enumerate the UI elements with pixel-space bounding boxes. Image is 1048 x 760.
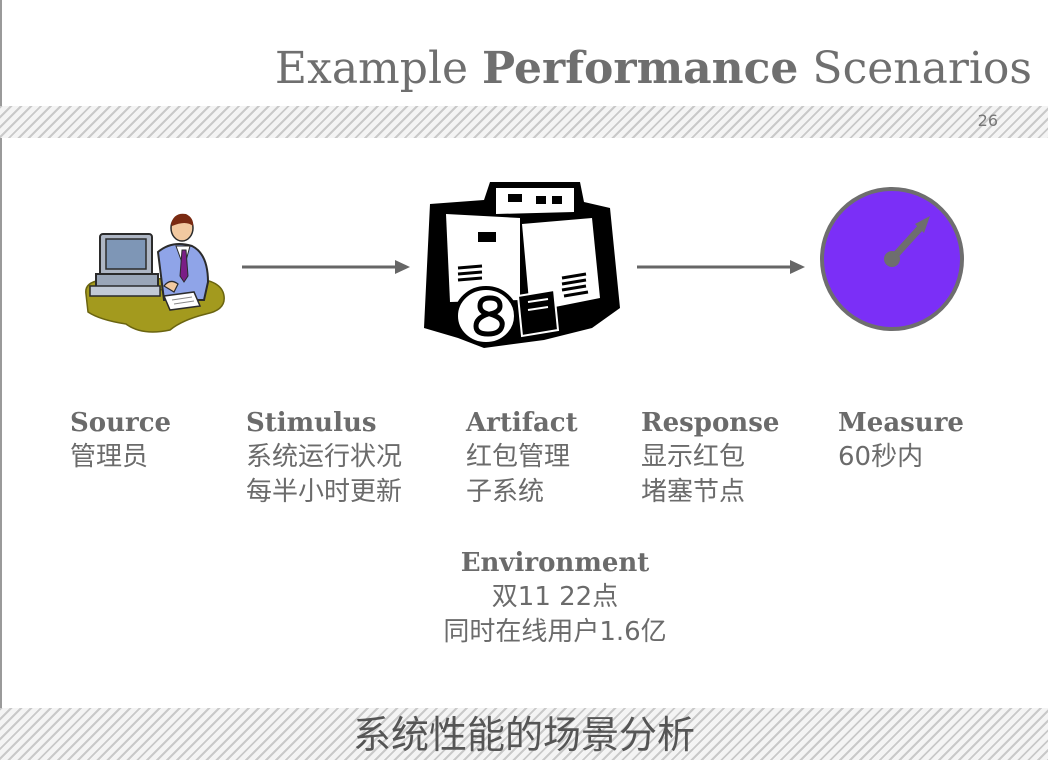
- title-part-2: Scenarios: [798, 43, 1032, 95]
- slide-title: Example Performance Scenarios: [275, 43, 1032, 94]
- artifact-line-1: 红包管理: [466, 442, 571, 472]
- response-line-1: 显示红包: [641, 442, 746, 472]
- slide-number: 26: [977, 111, 998, 130]
- measure-heading: Measure: [838, 408, 964, 438]
- gauge-icon: [820, 187, 964, 331]
- artifact-column: Artifact 红包管理 子系统: [466, 406, 578, 510]
- source-line-1: 管理员: [70, 442, 149, 472]
- top-hatched-band: [0, 106, 1048, 138]
- slide-left-border: [0, 0, 2, 760]
- bottom-caption: 系统性能的场景分析: [352, 713, 695, 757]
- stimulus-line-1: 系统运行状况: [246, 442, 403, 472]
- title-bold: Performance: [482, 43, 799, 95]
- arrow-source-to-artifact: [242, 260, 410, 274]
- response-heading: Response: [641, 408, 780, 438]
- measure-line-1: 60秒内: [838, 442, 924, 472]
- environment-heading: Environment: [460, 548, 650, 578]
- artifact-heading: Artifact: [466, 408, 578, 438]
- bottom-hatched-band: [0, 708, 1048, 760]
- source-heading: Source: [70, 408, 172, 438]
- stimulus-line-2: 每半小时更新: [246, 477, 403, 507]
- source-column: Source 管理员: [70, 406, 171, 475]
- title-part-1: Example: [274, 43, 483, 95]
- servers-icon: [424, 182, 620, 348]
- environment-line-2: 同时在线用户1.6亿: [443, 617, 667, 647]
- environment-block: Environment 双11 22点 同时在线用户1.6亿: [360, 546, 750, 650]
- artifact-line-2: 子系统: [466, 477, 545, 507]
- person-at-computer-icon: [85, 213, 225, 333]
- response-line-2: 堵塞节点: [641, 477, 746, 507]
- stimulus-column: Stimulus 系统运行状况 每半小时更新: [246, 406, 402, 510]
- arrow-artifact-to-measure: [637, 260, 805, 274]
- measure-column: Measure 60秒内: [838, 406, 964, 475]
- response-column: Response 显示红包 堵塞节点: [641, 406, 779, 510]
- environment-line-1: 双11 22点: [491, 582, 619, 612]
- stimulus-heading: Stimulus: [246, 408, 377, 438]
